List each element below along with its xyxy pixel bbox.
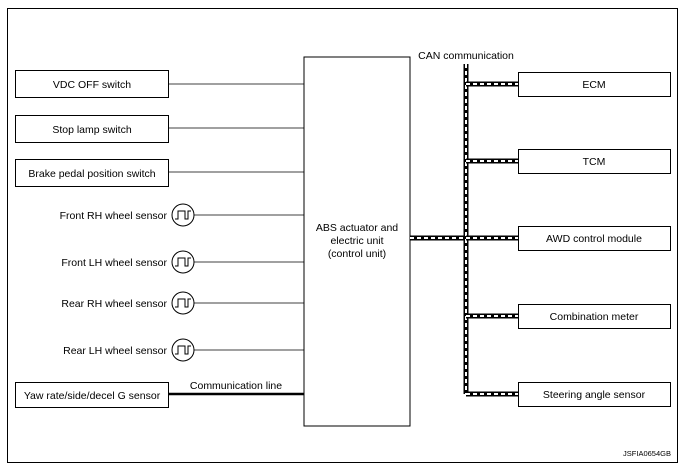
svg-text:Front LH wheel sensor: Front LH wheel sensor	[61, 257, 167, 269]
diagram-frame	[7, 8, 678, 463]
output-combination-meter: Combination meter	[518, 304, 671, 329]
svg-text:Stop lamp switch: Stop lamp switch	[52, 124, 132, 136]
svg-text:Combination meter: Combination meter	[550, 311, 639, 323]
abs-actuator-unit-box	[303, 56, 411, 427]
input-vdc-off-switch: VDC OFF switch	[15, 70, 304, 98]
svg-text:VDC OFF switch: VDC OFF switch	[53, 79, 131, 91]
input-rear-lh-wheel-sensor: Rear LH wheel sensor	[63, 338, 304, 362]
output-ecm: ECM	[518, 72, 671, 97]
output-tcm: TCM	[518, 149, 671, 174]
output-steering-angle-sensor: Steering angle sensor	[518, 382, 671, 407]
pulse-signal-icon	[171, 291, 195, 315]
pulse-signal-icon	[171, 338, 195, 362]
svg-text:Brake pedal position switch: Brake pedal position switch	[28, 168, 155, 180]
central-unit-label-line3: (control unit)	[328, 248, 386, 260]
central-unit-label-line1: ABS actuator and	[316, 222, 398, 234]
input-brake-pedal-position-switch: Brake pedal position switch	[15, 159, 304, 187]
svg-text:Front RH wheel sensor: Front RH wheel sensor	[60, 210, 168, 222]
svg-text:Steering angle sensor: Steering angle sensor	[543, 389, 646, 401]
figure-code: JSFIA0654GB	[623, 449, 671, 458]
svg-text:TCM: TCM	[583, 156, 606, 168]
pulse-signal-icon	[171, 203, 195, 227]
svg-text:Rear RH wheel sensor: Rear RH wheel sensor	[61, 298, 167, 310]
svg-text:Rear LH wheel sensor: Rear LH wheel sensor	[63, 345, 167, 357]
input-yaw-rate-sensor: Yaw rate/side/decel G sensor Communicati…	[15, 380, 304, 408]
svg-text:ECM: ECM	[582, 79, 605, 91]
output-awd-control-module: AWD control module	[518, 226, 671, 251]
central-unit-label-line2: electric unit	[330, 235, 383, 247]
input-stop-lamp-switch: Stop lamp switch	[15, 115, 304, 143]
input-rear-rh-wheel-sensor: Rear RH wheel sensor	[61, 291, 304, 315]
can-bus: CAN communication	[410, 50, 518, 397]
pulse-signal-icon	[171, 250, 195, 274]
communication-line-label: Communication line	[190, 380, 282, 392]
input-front-rh-wheel-sensor: Front RH wheel sensor	[60, 203, 304, 227]
svg-text:Yaw rate/side/decel G sensor: Yaw rate/side/decel G sensor	[24, 390, 161, 402]
svg-text:AWD control module: AWD control module	[546, 233, 642, 245]
can-communication-label: CAN communication	[418, 50, 514, 62]
input-front-lh-wheel-sensor: Front LH wheel sensor	[61, 250, 304, 274]
